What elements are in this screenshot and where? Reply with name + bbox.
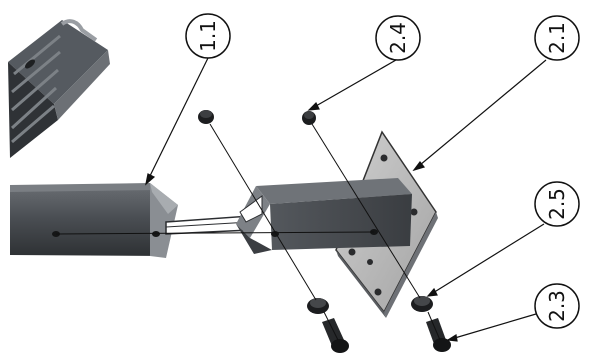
assembly-axis-lines xyxy=(55,123,441,341)
leader-lines xyxy=(145,57,547,342)
rail-tube xyxy=(10,183,178,258)
callout-2-3: 2.3 xyxy=(534,283,580,329)
callout-2-4-label: 2.4 xyxy=(386,22,410,54)
callout-2-1: 2.1 xyxy=(534,15,580,61)
callout-1-1-label: 1.1 xyxy=(196,20,220,52)
callout-2-5-label: 2.5 xyxy=(545,188,569,220)
rail-detail-view xyxy=(8,19,110,158)
callout-2-3-label: 2.3 xyxy=(545,290,569,322)
post-channel xyxy=(236,178,412,254)
callout-1-1: 1.1 xyxy=(185,13,231,59)
callout-2-4: 2.4 xyxy=(375,15,421,61)
callout-2-1-label: 2.1 xyxy=(545,22,569,54)
callout-2-5: 2.5 xyxy=(534,181,580,227)
